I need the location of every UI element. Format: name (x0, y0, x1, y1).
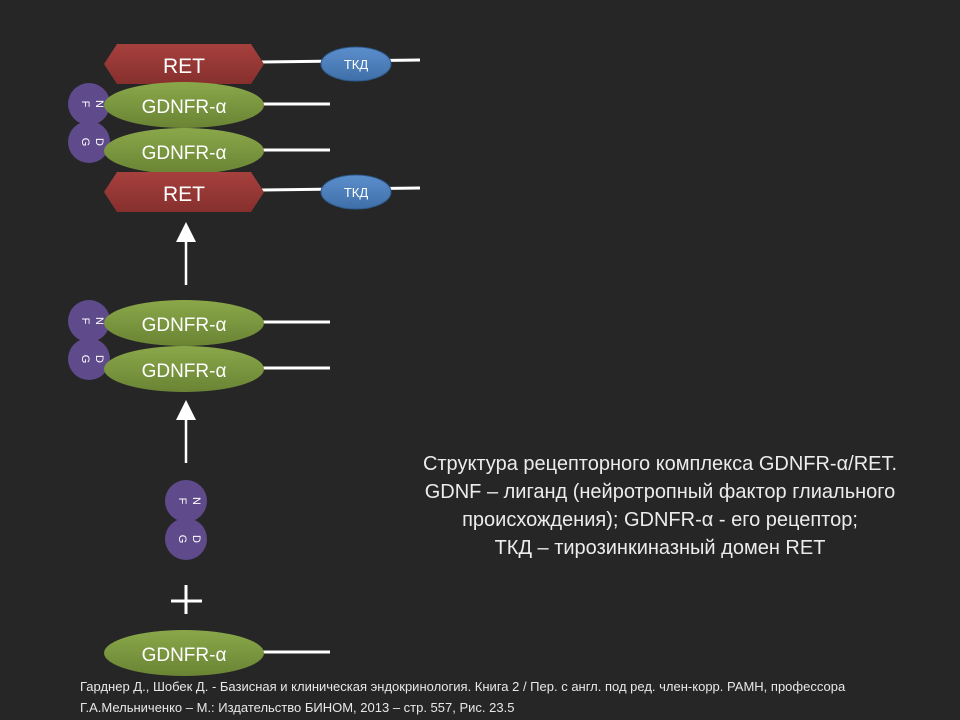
gdnf-letters: D (93, 355, 105, 363)
gdnf-subunit (68, 338, 110, 380)
ret-label: RET (163, 183, 205, 206)
gdnfr-alpha-receptor: GDNFR-α (104, 300, 330, 346)
gdnf-subunit (165, 480, 207, 522)
figure-caption: Структура рецепторного комплекса GDNFR-α… (380, 450, 940, 562)
ret-receptor-bottom: RET ТКД (104, 172, 421, 212)
full-receptor-complex: RET ТКД F N G D GDNFR-α GDNFR-α (68, 44, 421, 212)
gdnf-subunit (68, 83, 110, 125)
gdnf-subunit (68, 300, 110, 342)
source-line: Г.А.Мельниченко – М.: Издательство БИНОМ… (80, 700, 515, 715)
gdnfr-label: GDNFR-α (142, 97, 227, 118)
tkd-domain (320, 46, 392, 82)
gdnfr-shape (104, 82, 264, 128)
gdnfr-shape (104, 346, 264, 392)
gdnf-dimer-free: F N G D (165, 480, 207, 560)
gdnf-dimer-complex: F N G D (68, 83, 110, 163)
ret-receptor-top: RET ТКД (104, 44, 421, 84)
ret-shape (104, 44, 264, 84)
gdnfr-alpha-receptor-free: GDNFR-α (104, 630, 330, 676)
gdnf-letters: D (190, 535, 202, 543)
source-reference: Гарднер Д., Шобек Д. - Базисная и клинич… (80, 676, 950, 718)
gdnf-dimer-middle: F N G D (68, 300, 110, 380)
gdnf-letters: F (176, 498, 188, 505)
gdnf-letters: N (190, 497, 202, 505)
gdnf-letters: G (79, 355, 91, 364)
gdnfr-label: GDNFR-α (142, 143, 227, 164)
plus-sign (171, 585, 202, 614)
caption-line: происхождения); GDNFR-α - его рецептор; (462, 509, 858, 531)
gdnf-subunit (68, 121, 110, 163)
gdnf-subunit (165, 518, 207, 560)
gdnfr-label: GDNFR-α (142, 361, 227, 382)
gdnfr-alpha-receptor: GDNFR-α (104, 128, 330, 174)
gdnf-letters: G (176, 535, 188, 544)
gdnfr-alpha-receptor: GDNFR-α (104, 346, 330, 392)
gdnf-gdnfr-complex: F N G D GDNFR-α GDNFR-α (68, 300, 330, 392)
gdnfr-shape (104, 630, 264, 676)
caption-line: ТКД – тирозинкиназный домен RET (494, 537, 826, 559)
gdnf-letters: N (93, 100, 105, 108)
tkd-domain (320, 174, 392, 210)
ret-label: RET (163, 55, 205, 78)
gdnf-letters: D (93, 138, 105, 146)
gdnfr-label: GDNFR-α (142, 315, 227, 336)
caption-line: Структура рецепторного комплекса GDNFR-α… (422, 453, 898, 475)
gdnfr-label: GDNFR-α (142, 645, 227, 666)
gdnfr-shape (104, 128, 264, 174)
tkd-label: ТКД (344, 185, 369, 200)
gdnfr-alpha-receptor: GDNFR-α (104, 82, 330, 128)
gdnfr-shape (104, 300, 264, 346)
gdnf-letters: F (79, 318, 91, 325)
tkd-label: ТКД (344, 57, 369, 72)
caption-line: GDNF – лиганд (нейротропный фактор глиал… (424, 481, 896, 503)
source-line: Гарднер Д., Шобек Д. - Базисная и клинич… (80, 679, 846, 694)
ret-shape (104, 172, 264, 212)
gdnf-letters: G (79, 138, 91, 147)
gdnf-letters: F (79, 101, 91, 108)
gdnf-letters: N (93, 317, 105, 325)
